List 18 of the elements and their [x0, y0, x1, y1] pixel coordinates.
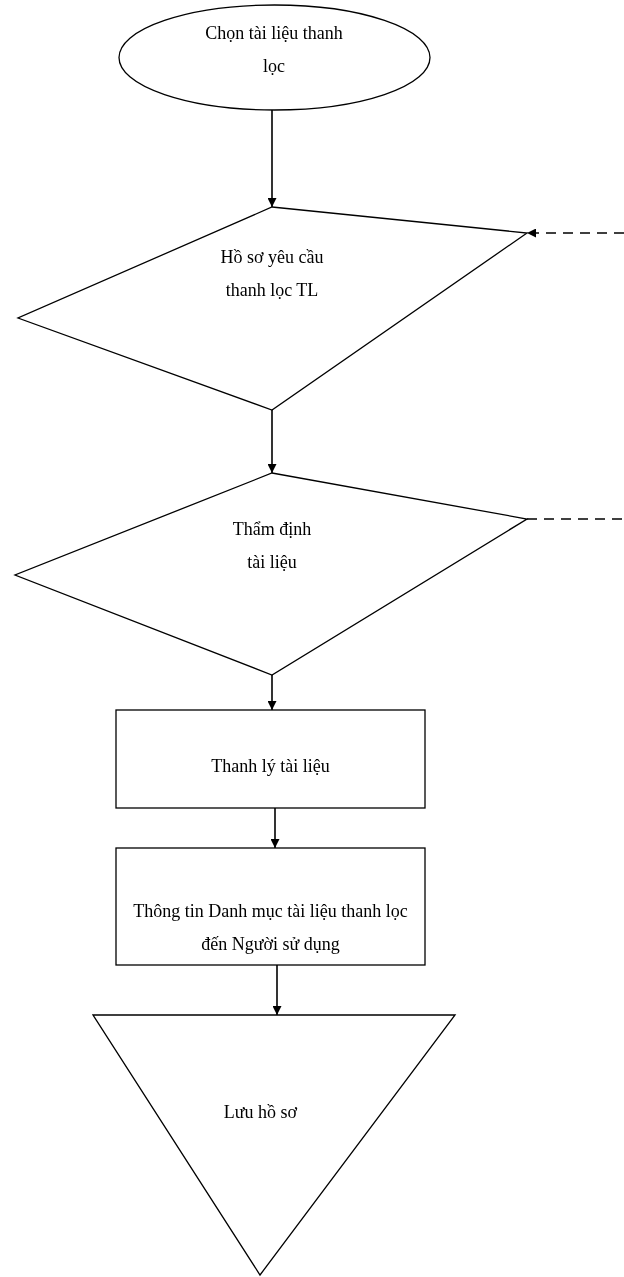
decision-diamond	[18, 207, 527, 410]
arrow	[272, 964, 282, 1016]
decision-diamond	[15, 473, 527, 675]
node-label: Lưu hồ sơ	[222, 1101, 299, 1124]
process-box	[116, 710, 425, 808]
node-label: Chọn tài liệu thanh lọc	[204, 22, 344, 78]
process-box	[116, 848, 425, 965]
node-label: Thông tin Danh mục tài liệu thanh lọc đến Người sử dụng	[132, 900, 409, 956]
arrow	[267, 109, 277, 208]
arrow	[267, 674, 277, 711]
node-label: Thanh lý tài liệu	[210, 755, 331, 778]
arrow	[267, 409, 277, 474]
dashed-arrow	[526, 228, 624, 238]
node-label: Hồ sơ yêu cầu thanh lọc TL	[219, 246, 325, 302]
node-label: Thẩm định tài liệu	[231, 518, 313, 574]
arrow	[270, 807, 280, 849]
storage-triangle	[93, 1015, 455, 1275]
start-ellipse	[119, 5, 430, 110]
